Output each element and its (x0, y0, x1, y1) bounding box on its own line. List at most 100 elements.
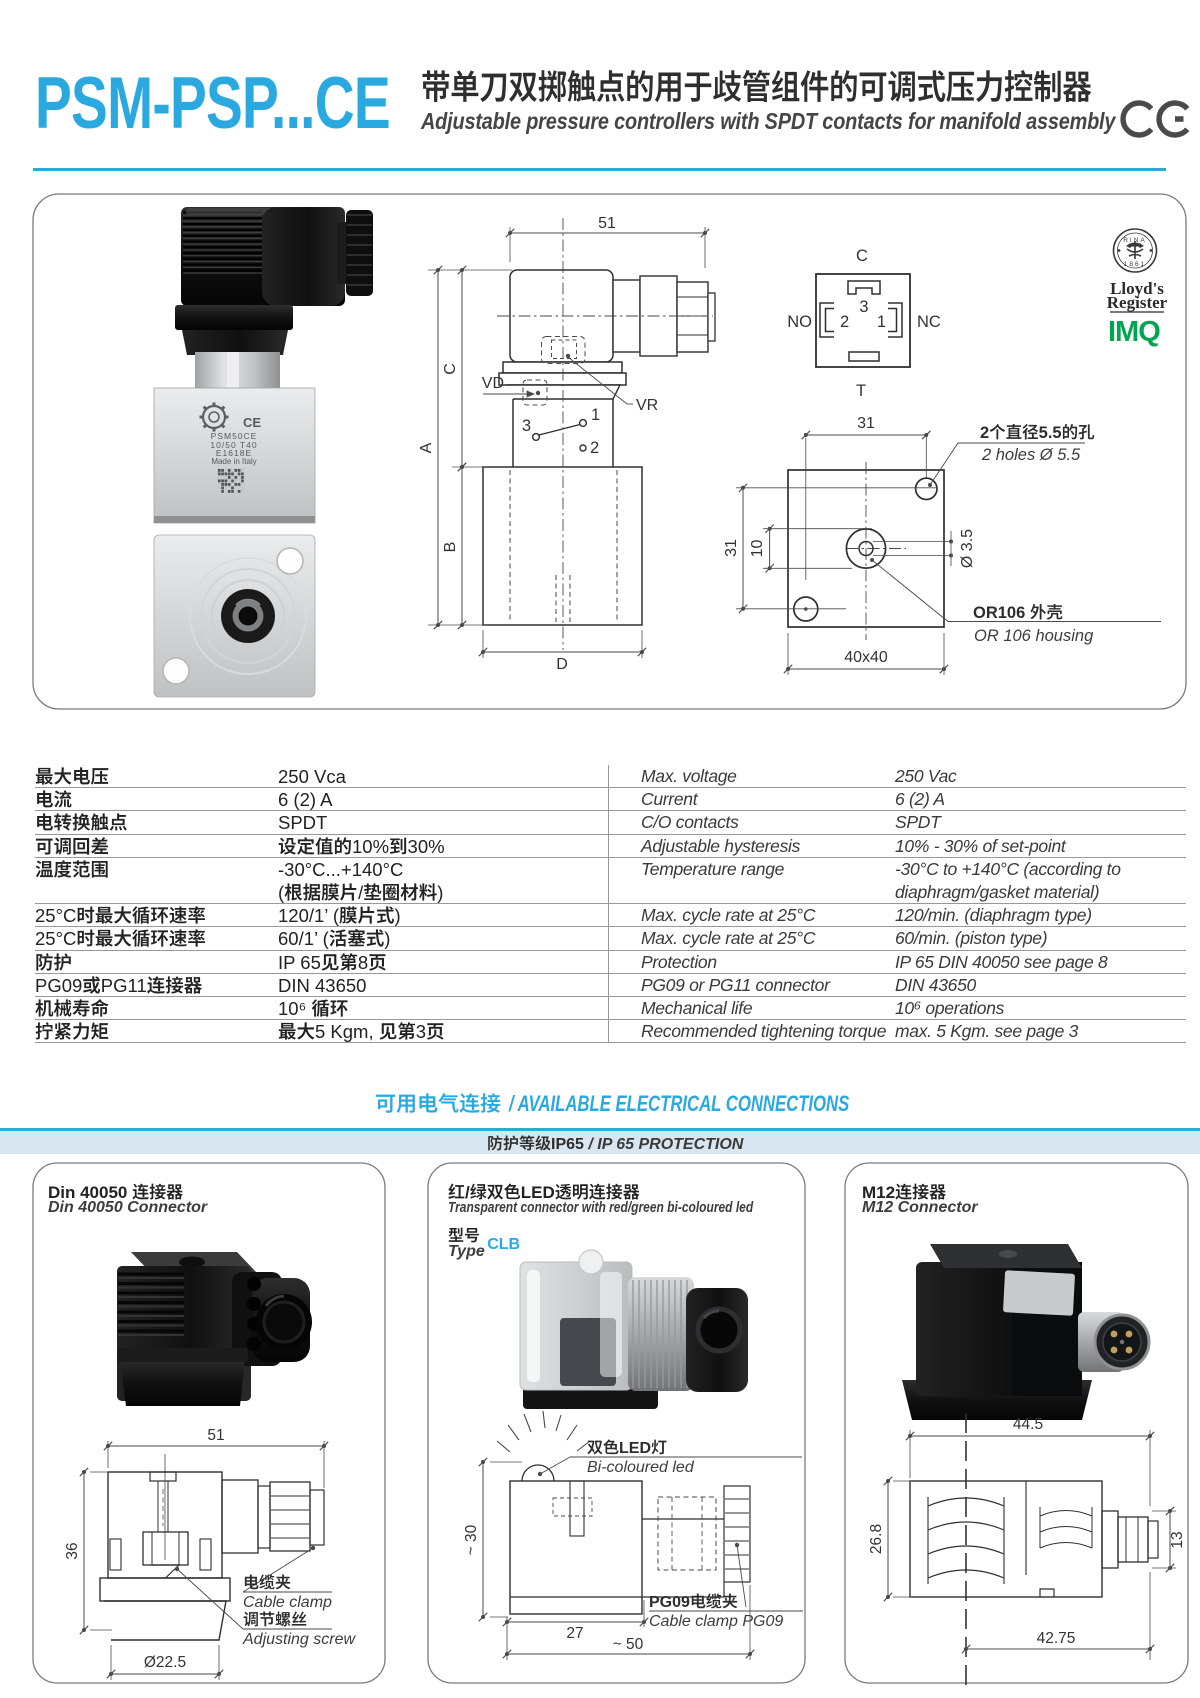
lloyds-register-logo-line1: Lloyd's (1110, 279, 1164, 298)
spec-value-en: 10⁶ operations (895, 997, 1186, 1019)
spec-cell-text: SPDT (278, 809, 328, 836)
spec-cell-text: Temperature range (641, 858, 785, 879)
card2-drawing: 双色LED灯 Bi-coloured led PG09电缆夹 Cable cla… (463, 1410, 803, 1660)
spec-value-en: 10% - 30% of set-point (895, 835, 1186, 857)
card3-dim-height: 26.8 (868, 1524, 885, 1554)
spec-label-zh: 防护 (35, 948, 278, 975)
card2-dim-total: ~ 50 (613, 1636, 644, 1653)
imq-logo: IMQ (1108, 316, 1160, 348)
spec-label-zh: 最大电压 (35, 763, 278, 789)
card1-dim-diameter: Ø22.5 (144, 1654, 186, 1671)
pin-number-3: 3 (859, 298, 868, 316)
spec-cell-text: DIN 43650 (895, 974, 976, 995)
spec-label-zh: 机械寿命 (35, 996, 278, 1019)
card3-dim-depth: 42.75 (1037, 1630, 1076, 1647)
spec-cell-text: Adjustable hysteresis (641, 835, 801, 856)
card3-dim-width: 44.5 (1013, 1416, 1043, 1433)
spec-value-en: 6 (2) A (895, 788, 1186, 810)
spec-row: 可调回差 设定值的10%到30% Adjustable hysteresis 1… (35, 834, 1186, 858)
card1-clamp-label-en: Cable clamp (243, 1594, 332, 1611)
spec-value-zh: SPDT (278, 809, 609, 836)
spec-cell-text: 10⁶ 循环 (278, 994, 349, 1021)
spec-cell-text: Protection (641, 951, 717, 972)
card3-drawing: 44.5 26.8 13 42.75 (868, 1413, 1186, 1692)
spec-cell-text: 60/min. (piston type) (895, 928, 1048, 949)
connector-card-2-border (427, 1162, 806, 1684)
spec-label-en: Mechanical life (609, 997, 895, 1019)
spec-row: 防护 IP 65见第8页 Protection IP 65 DIN 40050 … (35, 948, 1186, 975)
spec-cell-text: 最大电压 (35, 763, 110, 789)
side-view-dim-a: A (418, 442, 435, 453)
plate-dim-port: Ø 3.5 (959, 529, 976, 568)
spec-cell-text: 120/min. (diaphragm type) (895, 905, 1092, 926)
card1-photo (117, 1252, 312, 1406)
certification-logos: RINA 1861 Lloyd's Register IMQ (1107, 228, 1168, 348)
card3-photo (902, 1244, 1151, 1420)
card2-type-row: Type CLB (448, 1236, 520, 1261)
spec-cell-text: SPDT (895, 812, 941, 833)
spec-cell-text: PG09或PG11连接器 (35, 971, 203, 998)
spec-value-zh: 60/1’ (活塞式) (278, 927, 609, 950)
spec-value-zh: 120/1’ (膜片式) (278, 902, 609, 929)
card2-title-zh: 红/绿双色LED透明连接器 (448, 1178, 640, 1203)
connections-heading: 可用电气连接/ AVAILABLE ELECTRICAL CONNECTIONS (375, 1088, 957, 1118)
plate-holes-note-zh: 2个直径5.5的孔 (980, 419, 1095, 443)
spec-cell-text: Recommended tightening torque (641, 1021, 887, 1042)
plate-dim-size: 40x40 (844, 649, 888, 666)
card3-dim-plug: 13 (1169, 1531, 1186, 1548)
spec-label-zh: 温度范围 (35, 857, 278, 903)
spec-label-zh: PG09或PG11连接器 (35, 971, 278, 998)
card2-dim-height: ~ 30 (463, 1524, 480, 1555)
spec-cell-text: 25°C时最大循环速率 (35, 925, 206, 952)
spec-cell-text: Current (641, 789, 698, 810)
spec-cell-text: 防护 (35, 948, 73, 975)
card1-drawing: 51 36 电缆夹 Cable clamp 调节螺丝 Adjusting scr… (64, 1427, 356, 1680)
spec-row: 电转换触点 SPDT C/O contacts SPDT (35, 809, 1186, 836)
pin-number-2: 2 (840, 313, 849, 331)
header-divider (33, 168, 1166, 171)
main-drawing-panel (32, 193, 1187, 710)
spec-label-en: Max. voltage (609, 765, 895, 787)
spec-table: 最大电压 250 Vca Max. voltage 250 Vac 电流 6 (… (35, 763, 1186, 1045)
side-view-dim-b: B (442, 542, 459, 553)
spec-row: 最大电压 250 Vca Max. voltage 250 Vac (35, 763, 1186, 789)
plate-housing-note-zh: OR106 外壳 (973, 599, 1063, 623)
card2-type-value: CLB (487, 1236, 521, 1253)
spec-label-en: C/O contacts (609, 811, 895, 833)
photo-marking-origin: Made in Italy (211, 457, 256, 466)
pin-label-no: NO (787, 313, 812, 331)
spec-value-zh: 设定值的10%到30% (278, 834, 609, 857)
spec-cell-text: 拧紧力矩 (35, 1018, 110, 1045)
spec-cell-text: Max. cycle rate at 25°C (641, 928, 816, 949)
spec-value-zh: IP 65见第8页 (278, 948, 609, 975)
spec-label-en: Temperature range (609, 858, 895, 903)
spec-value-en: 120/min. (diaphragm type) (895, 904, 1186, 926)
side-view-contact-2: 2 (590, 439, 599, 457)
spec-value-zh: 6 (2) A (278, 787, 609, 811)
card1-screw-label-en: Adjusting screw (242, 1631, 356, 1648)
spec-cell-text: 250 Vac (895, 766, 957, 786)
spec-cell-text: max. 5 Kgm. see page 3 (895, 1021, 1079, 1042)
card2-photo (519, 1249, 748, 1409)
spec-value-en: max. 5 Kgm. see page 3 (895, 1020, 1186, 1042)
card1-screw-label-zh: 调节螺丝 (243, 1606, 307, 1630)
spec-label-en: Recommended tightening torque (609, 1020, 895, 1042)
ip65-band-en: / IP 65 PROTECTION (583, 1136, 744, 1153)
spec-cell-text: 120/1’ (膜片式) (278, 902, 401, 929)
plate-housing-note-en: OR 106 housing (974, 627, 1094, 645)
spec-cell-text: 25°C时最大循环速率 (35, 902, 206, 929)
card2-title-en: Transparent connector with red/green bi-… (448, 1199, 754, 1216)
card2-dim-body: 27 (566, 1625, 583, 1642)
card2-clamp-label-zh: PG09电缆夹 (649, 1588, 738, 1612)
spec-cell-text: IP 65见第8页 (278, 948, 387, 975)
spec-label-zh: 25°C时最大循环速率 (35, 925, 278, 952)
pin-number-1: 1 (877, 313, 886, 331)
card2-led-label-en: Bi-coloured led (587, 1459, 695, 1476)
spec-row: 拧紧力矩 最大5 Kgm, 见第3页 Recommended tightenin… (35, 1018, 1186, 1045)
plate-dim-top: 31 (857, 415, 875, 432)
product-code-title: PSM-PSP...CE (35, 63, 391, 144)
plate-dim-left: 31 (723, 539, 740, 557)
spec-label-en: PG09 or PG11 connector (609, 974, 895, 996)
spec-cell-text: 250 Vca (278, 763, 346, 789)
